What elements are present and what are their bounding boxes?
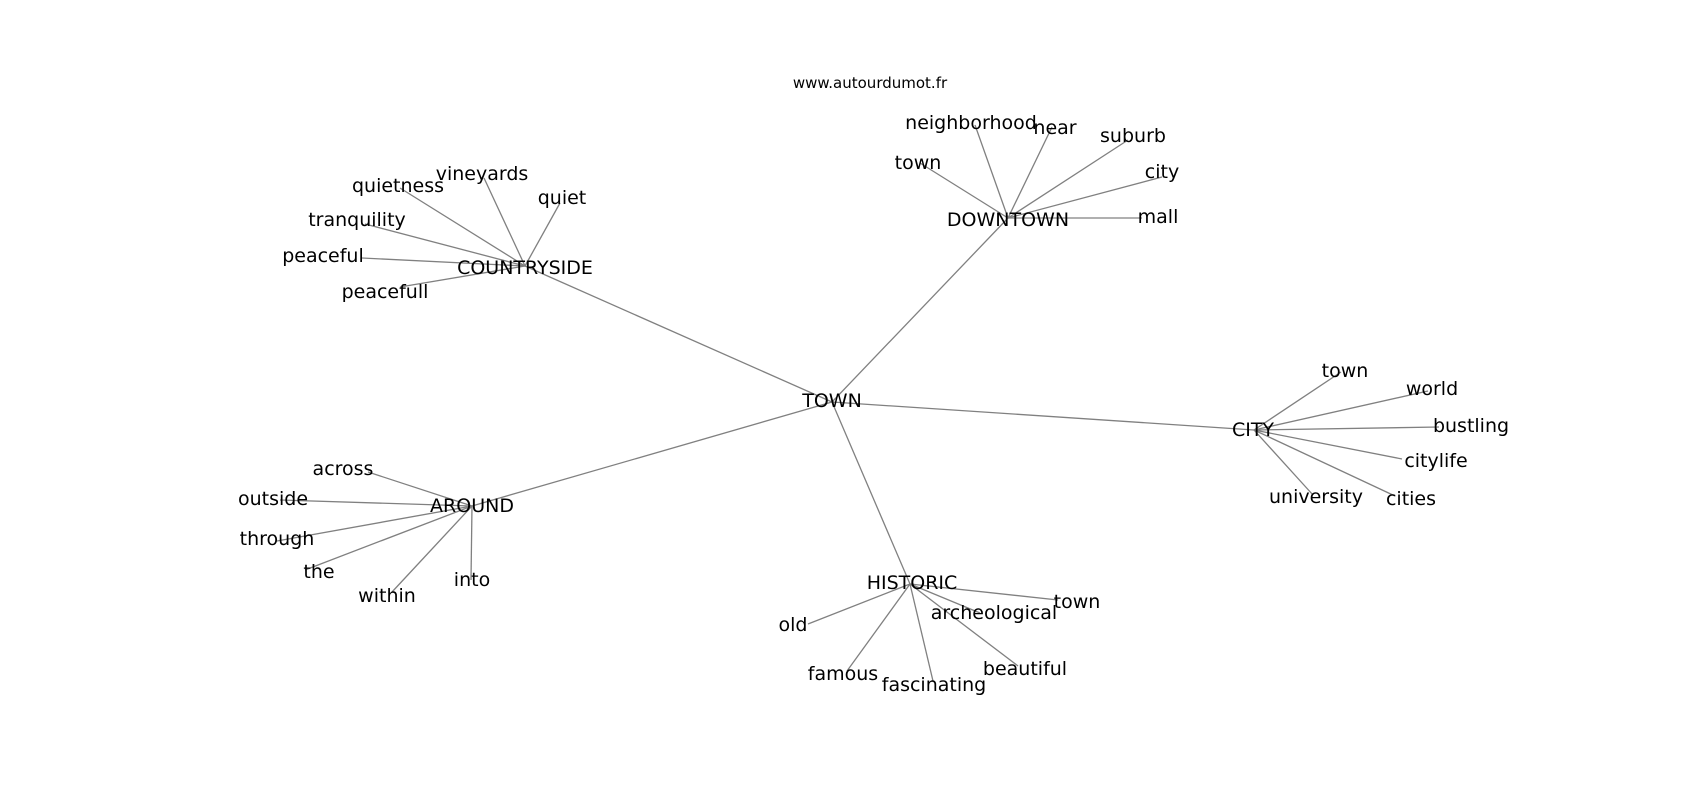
leaf-node-historic-famous: famous <box>808 663 878 685</box>
leaf-node-downtown-town: town <box>895 152 942 174</box>
source-watermark: www.autourdumot.fr <box>793 74 948 92</box>
cluster-node-around: AROUND <box>430 495 514 517</box>
leaf-node-city-bustling: bustling <box>1433 415 1509 437</box>
edge-historic-famous <box>846 583 911 672</box>
leaf-node-countryside-vineyards: vineyards <box>436 163 529 185</box>
edge-historic-town <box>909 583 1059 601</box>
cluster-node-city: CITY <box>1232 419 1274 441</box>
edge-city-world <box>1253 390 1429 431</box>
leaf-node-countryside-peaceful: peaceful <box>282 245 364 267</box>
leaf-node-downtown-mall: mall <box>1138 206 1179 228</box>
leaf-node-historic-beautiful: beautiful <box>983 658 1067 680</box>
edge-historic-archeological <box>909 583 981 614</box>
edge-around-the <box>304 505 473 571</box>
leaf-node-historic-town: town <box>1054 591 1101 613</box>
edge-city-bustling <box>1253 426 1440 431</box>
edge-city-town <box>1253 371 1342 431</box>
edge-root-around <box>471 401 833 507</box>
edge-city-citylife <box>1253 429 1403 460</box>
cluster-node-countryside: COUNTRYSIDE <box>457 257 593 279</box>
leaf-node-downtown-near: near <box>1033 117 1076 139</box>
edge-city-cities <box>1253 429 1396 497</box>
leaf-node-downtown-suburb: suburb <box>1100 125 1166 147</box>
leaf-node-city-world: world <box>1406 378 1458 400</box>
leaf-node-city-town: town <box>1322 360 1369 382</box>
edge-downtown-town <box>919 162 1009 219</box>
edge-root-downtown <box>831 217 1009 403</box>
leaf-node-around-through: through <box>240 528 315 550</box>
leaf-node-city-university: university <box>1269 486 1363 508</box>
leaf-node-city-citylife: citylife <box>1404 450 1467 472</box>
edge-countryside-peacefull <box>399 265 526 288</box>
leaf-node-around-into: into <box>454 569 490 591</box>
edge-historic-beautiful <box>909 583 1019 667</box>
leaf-node-countryside-quietness: quietness <box>352 175 444 197</box>
edge-downtown-neighborhood <box>974 124 1009 219</box>
leaf-node-around-within: within <box>358 585 416 607</box>
edge-around-across <box>367 471 473 507</box>
edge-root-countryside <box>524 265 833 403</box>
edge-around-into <box>470 505 473 581</box>
leaf-node-countryside-quiet: quiet <box>538 187 587 209</box>
edge-root-city <box>831 401 1255 431</box>
leaf-node-historic-archeological: archeological <box>931 602 1057 624</box>
leaf-node-around-across: across <box>313 458 374 480</box>
leaf-node-city-cities: cities <box>1386 488 1436 510</box>
leaf-node-historic-old: old <box>779 614 808 636</box>
edges-layer <box>276 124 1440 682</box>
edge-historic-old <box>807 583 911 625</box>
edge-downtown-near <box>1007 126 1053 219</box>
root-node-label: TOWN <box>801 390 862 412</box>
leaf-node-around-the: the <box>303 561 334 583</box>
edge-around-through <box>276 505 473 542</box>
edge-historic-fascinating <box>909 583 934 682</box>
edge-around-within <box>391 505 473 593</box>
edge-countryside-tranquility <box>364 223 526 267</box>
edge-root-historic <box>831 401 911 585</box>
leaf-node-downtown-city: city <box>1145 161 1179 183</box>
cluster-node-historic: HISTORIC <box>867 572 958 594</box>
leaf-node-countryside-peacefull: peacefull <box>342 281 429 303</box>
edge-downtown-suburb <box>1007 139 1129 219</box>
edge-around-outside <box>279 499 473 507</box>
edge-city-university <box>1253 429 1314 496</box>
edge-countryside-quietness <box>399 187 526 267</box>
edge-downtown-city <box>1007 176 1163 219</box>
leaf-node-historic-fascinating: fascinating <box>882 674 986 696</box>
leaf-node-around-outside: outside <box>238 488 308 510</box>
edge-countryside-peaceful <box>361 257 526 267</box>
cluster-node-downtown: DOWNTOWN <box>947 209 1069 231</box>
edge-countryside-vineyards <box>483 177 526 267</box>
leaf-node-countryside-tranquility: tranquility <box>308 209 406 231</box>
leaf-node-downtown-neighborhood: neighborhood <box>905 112 1037 134</box>
edge-countryside-quiet <box>524 202 561 267</box>
